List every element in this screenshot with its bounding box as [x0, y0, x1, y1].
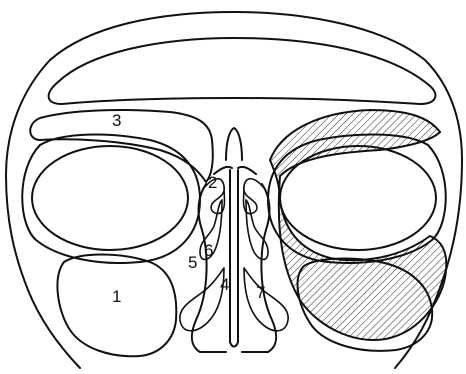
crista-galli — [214, 128, 256, 174]
label-5: 5 — [188, 253, 197, 272]
inferior-turbinate-right — [244, 268, 288, 331]
label-6: 6 — [204, 241, 213, 260]
label-7: 7 — [256, 283, 265, 302]
label-3: 3 — [112, 111, 121, 130]
label-1: 1 — [112, 287, 121, 306]
frontal-sinus — [49, 38, 436, 104]
inferior-turbinate-left — [180, 268, 224, 331]
label-4: 4 — [220, 275, 229, 294]
nasal-cavity-wall-right — [242, 184, 276, 352]
hatched-region — [270, 110, 446, 340]
orbit-left-outer — [22, 135, 200, 263]
label-2: 2 — [208, 173, 217, 192]
orbit-left — [32, 146, 188, 250]
nasal-septum — [230, 170, 238, 347]
